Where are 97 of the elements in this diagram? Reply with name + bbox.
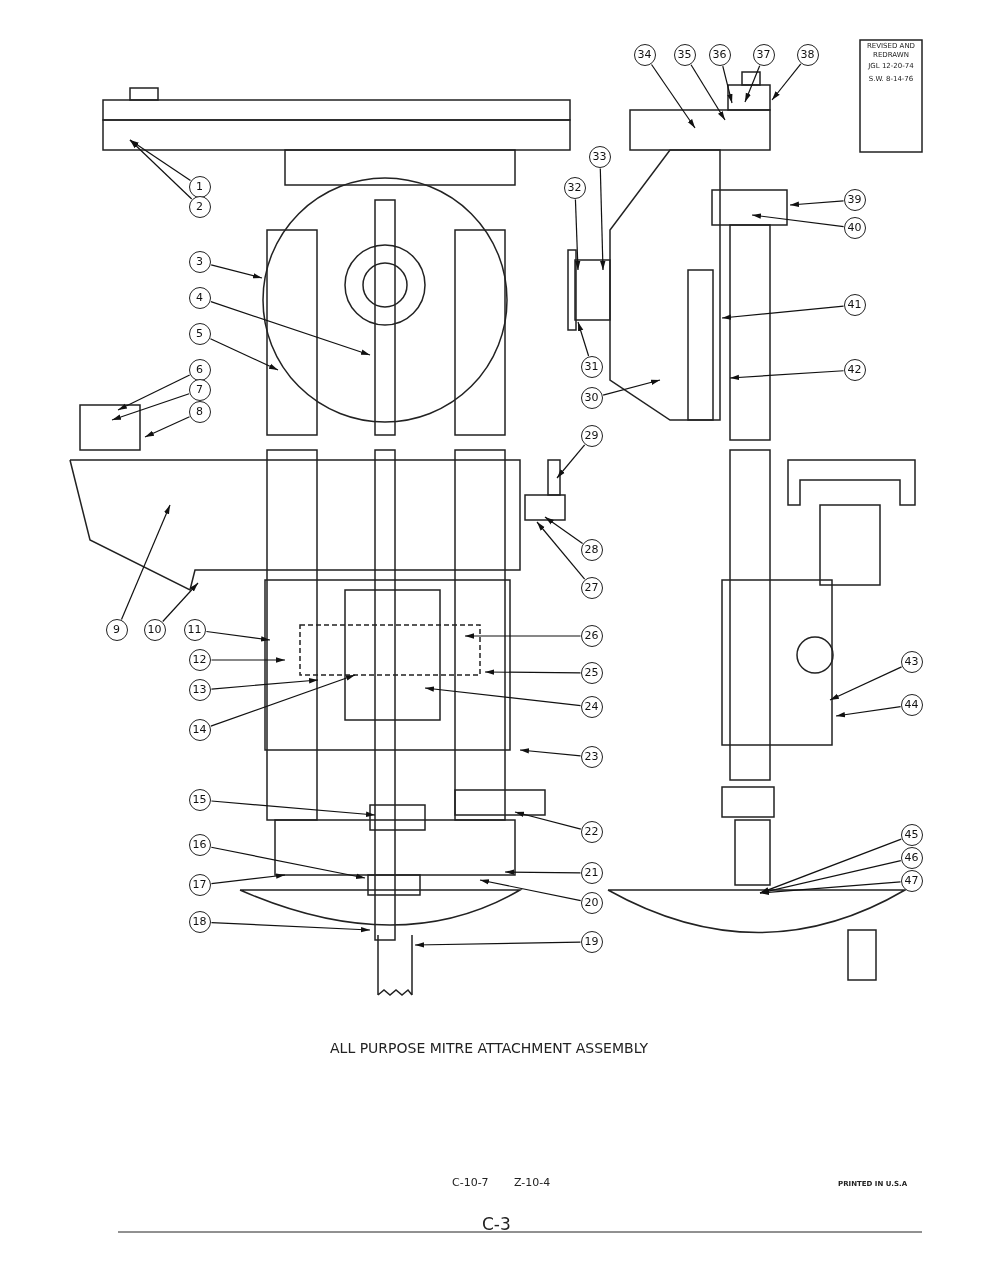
callout-number: 2: [188, 195, 211, 218]
leader-line: [129, 139, 192, 182]
callout-number: 1: [188, 175, 211, 198]
leader-line: [210, 873, 286, 885]
leader-line: [759, 881, 902, 895]
callout-number: 14: [188, 718, 211, 741]
callout-number: 34: [633, 43, 656, 66]
callout-number: 33: [588, 145, 611, 168]
callout-number: 46: [900, 846, 923, 869]
callout-number: 10: [143, 618, 166, 641]
leader-line: [789, 200, 845, 207]
callout-number: 4: [188, 286, 211, 309]
callout-number: 12: [188, 648, 211, 671]
callout-number: 44: [900, 693, 923, 716]
callout-number: 6: [188, 358, 211, 381]
callout-number: 47: [900, 869, 923, 892]
callout-number: 36: [708, 43, 731, 66]
leader-line: [835, 706, 902, 718]
leader-line: [771, 63, 802, 101]
callout-number: 3: [188, 250, 211, 273]
callout-number: 43: [900, 650, 923, 673]
leader-line: [744, 65, 761, 103]
callout-number: 21: [580, 861, 603, 884]
callout-number: 23: [580, 745, 603, 768]
leader-line: [574, 198, 581, 271]
leader-line: [479, 879, 582, 902]
callout-number: 17: [188, 873, 211, 896]
leader-line: [117, 374, 191, 411]
leader-line: [514, 811, 582, 830]
leader-line: [829, 666, 903, 701]
leader-line: [210, 674, 356, 727]
callout-number: 31: [580, 355, 603, 378]
callout-number: 39: [843, 188, 866, 211]
leader-line: [210, 657, 286, 663]
leader-line: [210, 846, 366, 879]
leader-line: [544, 516, 584, 544]
callout-number: 30: [580, 386, 603, 409]
leader-line: [209, 338, 279, 371]
callout-number: 9: [105, 618, 128, 641]
leader-line: [556, 444, 586, 479]
leader-line: [210, 678, 319, 690]
leader-line: [120, 504, 171, 620]
drawing-number: Z-10-4: [514, 1176, 551, 1189]
leader-line: [519, 748, 582, 757]
leader-line: [205, 630, 271, 642]
callout-number: 13: [188, 678, 211, 701]
callout-number: 37: [752, 43, 775, 66]
callout-number: 32: [563, 176, 586, 199]
callout-number: 42: [843, 358, 866, 381]
callout-number: 27: [580, 576, 603, 599]
leader-line: [162, 582, 199, 623]
leader-line: [729, 370, 845, 381]
drawing-number: C-10-7: [452, 1176, 489, 1189]
leader-line: [210, 800, 376, 817]
callout-number: 18: [188, 910, 211, 933]
leader-line: [599, 167, 606, 271]
callout-number: 7: [188, 378, 211, 401]
leader-line: [464, 633, 582, 639]
leader-line: [751, 213, 845, 228]
callout-number: 28: [580, 538, 603, 561]
leader-line: [210, 301, 371, 356]
callout-number: 45: [900, 823, 923, 846]
callout-number: 38: [796, 43, 819, 66]
leader-line: [144, 416, 191, 438]
callout-number: 26: [580, 624, 603, 647]
callout-number: 25: [580, 661, 603, 684]
leader-line: [722, 65, 733, 104]
leader-line: [210, 264, 263, 279]
leader-line: [414, 941, 582, 948]
callout-number: 8: [188, 400, 211, 423]
leader-line: [602, 379, 661, 396]
leader-line: [111, 393, 190, 421]
callout-number: 19: [580, 930, 603, 953]
leader-line: [759, 838, 902, 894]
callout-number: 35: [673, 43, 696, 66]
leader-line: [129, 139, 193, 200]
callout-number: 40: [843, 216, 866, 239]
callout-number: 29: [580, 424, 603, 447]
page-number: C-3: [482, 1214, 511, 1234]
leader-line: [424, 686, 582, 707]
leader-line: [690, 64, 726, 121]
callout-number: 16: [188, 833, 211, 856]
drawing-title: ALL PURPOSE MITRE ATTACHMENT ASSEMBLY: [330, 1040, 649, 1056]
leader-line: [484, 669, 582, 675]
callout-number: 20: [580, 891, 603, 914]
callout-number: 22: [580, 820, 603, 843]
callout-number: 24: [580, 695, 603, 718]
leader-line: [210, 921, 371, 933]
callout-number: 15: [188, 788, 211, 811]
callout-number: 11: [183, 618, 206, 641]
leader-line: [536, 521, 586, 580]
leader-line: [577, 321, 590, 357]
callout-number: 41: [843, 293, 866, 316]
leader-line: [504, 869, 582, 875]
leader-line: [721, 305, 845, 320]
callout-number: 5: [188, 322, 211, 345]
leader-line: [650, 63, 696, 129]
